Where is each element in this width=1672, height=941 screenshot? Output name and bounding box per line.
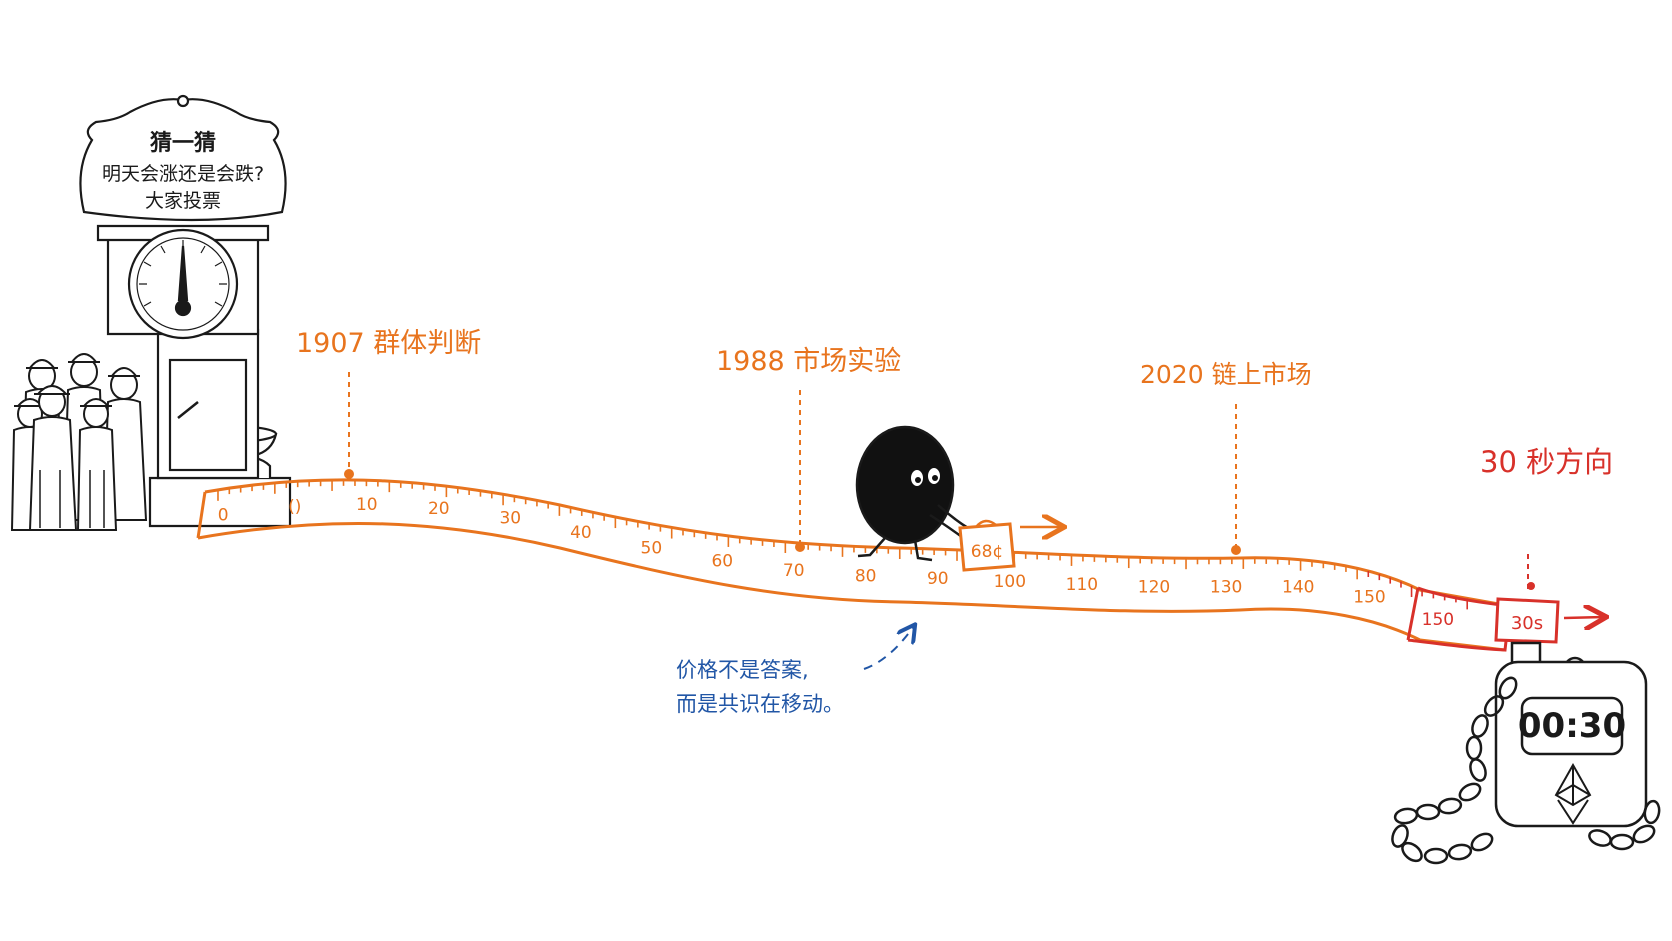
red-tag-label: 30s	[1511, 613, 1543, 634]
measuring-tape: 0 () 10 20 30 40 50 60 70 80 90 100 110 120 130 140 150 1…	[196, 478, 1512, 652]
scale-tower-illustration	[79, 94, 292, 528]
milestones: 1907 群体判断 1988 市场实验 2020 链上市场 30 秒方向	[296, 328, 1613, 555]
scale-sign: 猜一猜 明天会涨还是会跌? 大家投票	[102, 131, 264, 212]
milestone-label: 1907 群体判断	[296, 328, 481, 359]
stopwatch	[1391, 641, 1661, 865]
tape-tick-label: 140	[1282, 577, 1314, 597]
tape-tick-label: 100	[994, 572, 1026, 592]
tape-tick-label: 60	[711, 552, 733, 572]
tape-tick-label: 90	[927, 569, 949, 589]
milestone-dot	[1231, 545, 1241, 555]
sign-line1: 明天会涨还是会跌?	[102, 163, 264, 185]
note-line2: 而是共识在移动。	[676, 692, 844, 716]
tape-tick-label: 10	[356, 495, 378, 515]
dial-ticks	[139, 240, 227, 307]
tape-tick-label: ()	[288, 497, 301, 517]
chain-illustration	[1391, 676, 1661, 865]
tape-top-edge	[204, 478, 1511, 608]
tape-tick-label: 110	[1066, 575, 1098, 595]
red-motion-arrow	[1563, 617, 1604, 618]
tape-tick-label: 20	[428, 499, 450, 519]
milestone-dot	[795, 542, 805, 552]
tape-tick-label: 120	[1138, 577, 1170, 597]
milestone-label: 2020 链上市场	[1140, 360, 1312, 389]
tape-tick-labels: 0 () 10 20 30 40 50 60 70 80 90 100 110 120 130 140 150 1…	[218, 495, 1454, 630]
tape-tick-label: 40	[570, 523, 592, 543]
sign-line2: 大家投票	[145, 190, 221, 212]
note-line1: 价格不是答案,	[676, 658, 809, 682]
eth-icon	[1554, 762, 1592, 825]
sign-title: 猜一猜	[149, 131, 216, 156]
blob-character	[855, 425, 969, 562]
tape-tick-label: 150	[1422, 610, 1454, 630]
tape-tick-label: 50	[641, 539, 663, 559]
milestone-label: 30 秒方向	[1480, 445, 1613, 479]
milestone-label: 1988 市场实验	[716, 346, 901, 377]
tape-tick-label: 80	[855, 567, 877, 587]
milestone-dot	[344, 469, 354, 479]
tape-tick-label: 150	[1353, 588, 1385, 608]
timer-display: 00:30	[1518, 706, 1626, 746]
tape-tick-label: 30	[499, 508, 521, 528]
consensus-note: 价格不是答案, 而是共识在移动。	[676, 658, 844, 716]
tape-bottom-edge	[197, 522, 1506, 652]
briefcase: 68¢	[958, 519, 1016, 572]
briefcase-label: 68¢	[971, 542, 1003, 562]
tape-tick-label: 0	[218, 505, 229, 525]
tape-tick-label: 70	[783, 561, 805, 581]
note-arrow	[863, 626, 914, 670]
red-tag: 30s	[1494, 597, 1560, 644]
tape-tick-label: 130	[1210, 577, 1242, 597]
crowd-illustration	[10, 353, 148, 531]
